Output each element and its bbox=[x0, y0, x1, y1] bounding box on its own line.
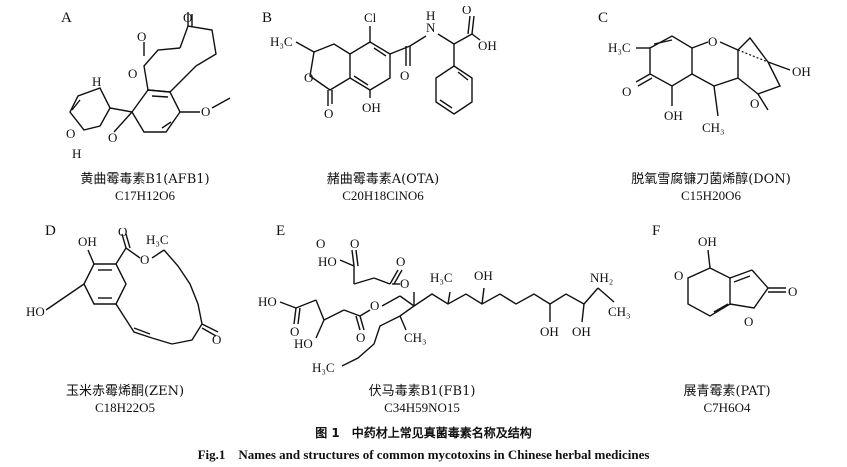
svg-text:OH: OH bbox=[540, 324, 559, 339]
svg-text:O: O bbox=[400, 68, 409, 83]
svg-text:H₃C: H₃C bbox=[270, 34, 293, 49]
panel-letter-e: E bbox=[276, 223, 286, 239]
svg-text:O: O bbox=[622, 84, 631, 99]
svg-text:OH: OH bbox=[572, 324, 591, 339]
name-zen: 玉米赤霉烯酮(ZEN) bbox=[65, 384, 185, 399]
structure-ota: Cl H₃C O O OH O NH O OH bbox=[270, 6, 497, 121]
svg-text:O: O bbox=[708, 34, 717, 49]
svg-text:N: N bbox=[426, 20, 436, 35]
panel-letter-a: A bbox=[61, 10, 72, 26]
svg-text:O: O bbox=[137, 29, 146, 44]
svg-text:CH₃: CH₃ bbox=[404, 330, 427, 345]
svg-text:H: H bbox=[426, 8, 435, 23]
svg-text:O: O bbox=[356, 330, 365, 345]
formula-ota: C20H18ClNO6 bbox=[342, 188, 424, 203]
svg-text:OH: OH bbox=[362, 100, 381, 115]
figure-caption-cn: 图 1 中药材上常见真菌毒素名称及结构 bbox=[315, 426, 532, 440]
svg-text:O: O bbox=[396, 254, 405, 269]
name-afb1: 黄曲霉毒素B1(AFB1) bbox=[80, 172, 210, 187]
name-fb1: 伏马毒素B1(FB1) bbox=[368, 384, 476, 399]
svg-text:OH: OH bbox=[698, 234, 717, 249]
formula-zen: C18H22O5 bbox=[95, 400, 155, 415]
svg-text:O: O bbox=[324, 106, 333, 121]
svg-text:CH₃: CH₃ bbox=[608, 304, 631, 319]
svg-text:OH: OH bbox=[78, 234, 97, 249]
svg-text:OH: OH bbox=[474, 268, 493, 283]
svg-text:O: O bbox=[108, 130, 117, 145]
svg-text:H₃C: H₃C bbox=[430, 270, 453, 285]
svg-text:O: O bbox=[350, 236, 359, 251]
formula-pat: C7H6O4 bbox=[703, 400, 751, 415]
svg-text:O: O bbox=[140, 252, 149, 267]
formula-don: C15H20O6 bbox=[681, 188, 741, 203]
svg-text:H₃C: H₃C bbox=[608, 40, 631, 55]
svg-text:O: O bbox=[183, 10, 192, 25]
svg-text:O: O bbox=[290, 324, 299, 339]
svg-text:O: O bbox=[201, 104, 210, 119]
svg-text:CH₃: CH₃ bbox=[702, 120, 725, 135]
panel-letter-b: B bbox=[262, 10, 273, 26]
svg-text:O: O bbox=[304, 70, 313, 85]
svg-text:NH₂: NH₂ bbox=[590, 270, 613, 285]
figure-caption-en: Fig.1 Names and structures of common myc… bbox=[197, 447, 650, 462]
panel-letter-c: C bbox=[598, 10, 609, 26]
svg-text:H: H bbox=[92, 74, 101, 89]
svg-text:HO: HO bbox=[26, 304, 45, 319]
svg-text:O: O bbox=[128, 66, 137, 81]
svg-text:O: O bbox=[674, 268, 683, 283]
svg-text:OH: OH bbox=[664, 108, 683, 123]
name-ota: 赭曲霉毒素A(OTA) bbox=[326, 172, 440, 187]
svg-text:O: O bbox=[212, 332, 221, 347]
formula-fb1: C34H59NO15 bbox=[384, 400, 460, 415]
svg-text:O: O bbox=[788, 284, 797, 299]
svg-text:O: O bbox=[370, 298, 379, 313]
svg-text:H₃C: H₃C bbox=[146, 232, 169, 247]
svg-text:H₃C: H₃C bbox=[312, 360, 335, 375]
structure-zen: OH HO O O H₃C O bbox=[26, 228, 221, 347]
svg-text:HO: HO bbox=[294, 336, 313, 351]
svg-text:O: O bbox=[316, 236, 325, 251]
structure-afb1: O O O O O O H H bbox=[66, 10, 231, 161]
formula-afb1: C17H12O6 bbox=[115, 188, 175, 203]
panel-letter-f: F bbox=[652, 223, 661, 239]
svg-text:O: O bbox=[750, 96, 759, 111]
name-pat: 展青霉素(PAT) bbox=[683, 384, 771, 399]
structure-don: H₃C O O OH O OH CH₃ bbox=[608, 34, 811, 135]
svg-text:HO: HO bbox=[318, 254, 337, 269]
svg-text:Cl: Cl bbox=[364, 10, 377, 25]
svg-text:O: O bbox=[66, 126, 75, 141]
svg-text:O: O bbox=[744, 314, 753, 329]
svg-text:H: H bbox=[72, 146, 81, 161]
svg-text:O: O bbox=[400, 276, 409, 291]
svg-text:OH: OH bbox=[792, 64, 811, 79]
svg-text:OH: OH bbox=[478, 38, 497, 53]
panel-letter-d: D bbox=[45, 223, 56, 239]
svg-text:HO: HO bbox=[258, 294, 277, 309]
structure-fb1: O HO O O O HO O HO O O H₃C CH₃ H₃C bbox=[258, 236, 631, 375]
svg-text:O: O bbox=[118, 228, 127, 239]
structure-pat: OH O O O bbox=[674, 234, 797, 329]
svg-text:O: O bbox=[462, 6, 471, 17]
name-don: 脱氧雪腐镰刀菌烯醇(DON) bbox=[631, 172, 791, 187]
